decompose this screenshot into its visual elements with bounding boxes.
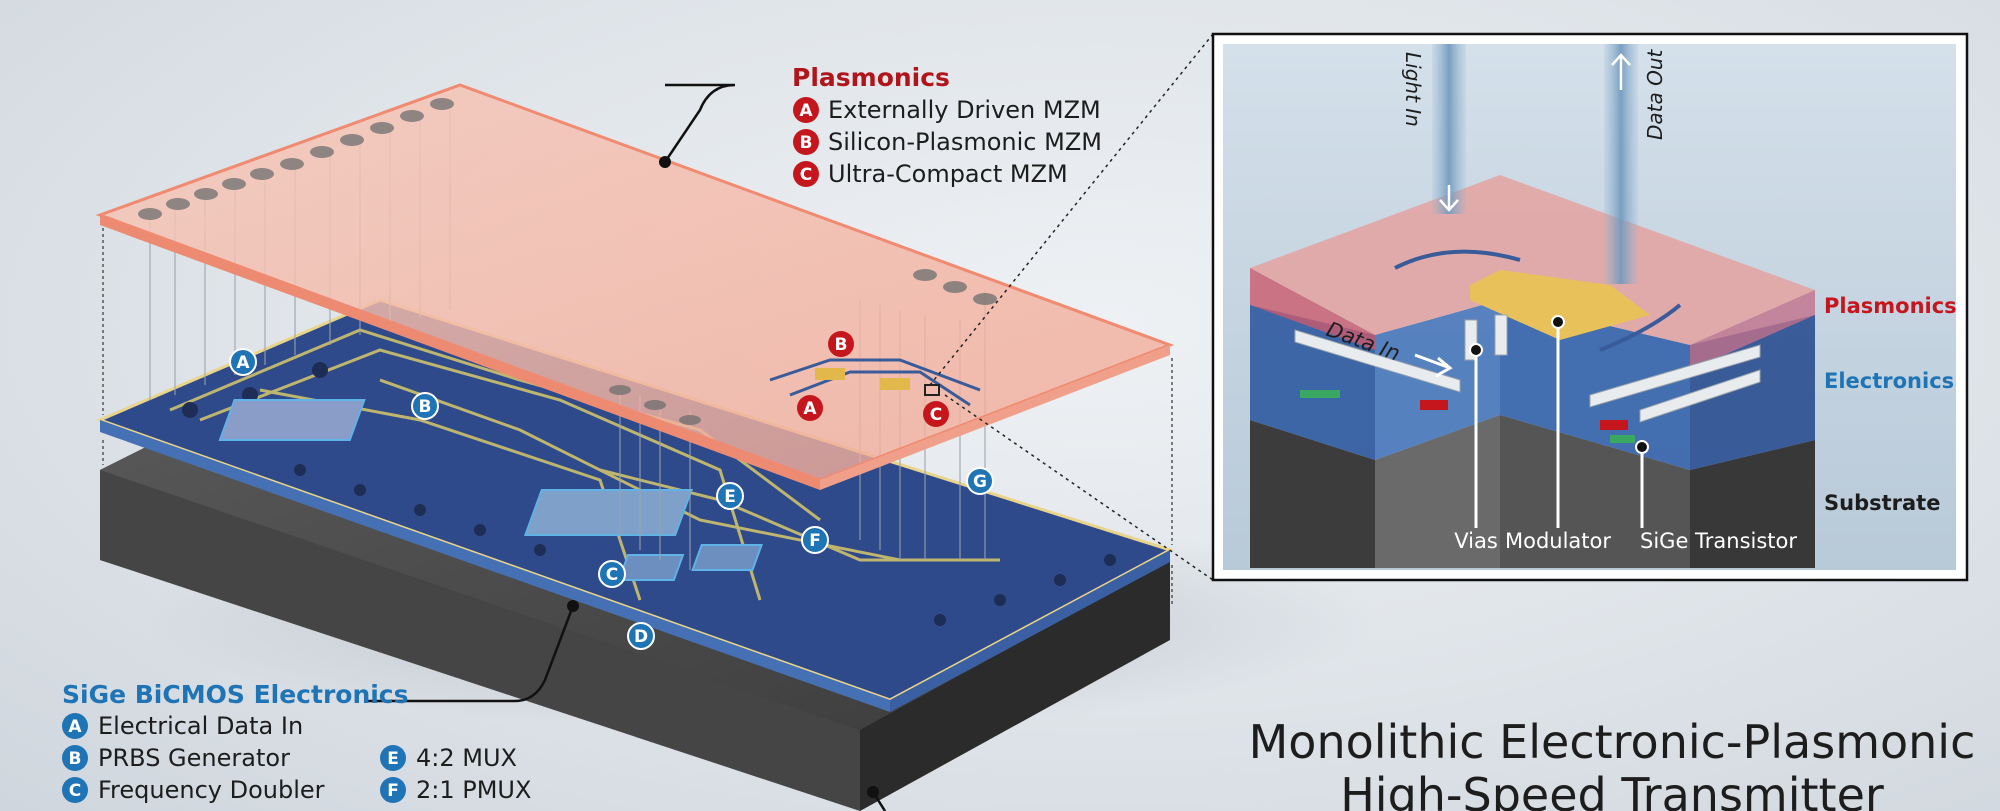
vias-label: Vias: [1454, 529, 1498, 553]
main-title-line1: Monolithic Electronic-Plasmonic: [1249, 715, 1976, 769]
legend-badge: B: [800, 133, 813, 153]
marker-text: F: [809, 531, 821, 551]
marker-text: E: [724, 487, 736, 507]
marker-text: B: [835, 335, 848, 355]
plasmonics-legend: Plasmonics A Externally Driven MZM B Sil…: [792, 63, 1102, 188]
legend-item: Ultra-Compact MZM: [828, 160, 1068, 188]
plasmonic-layer: [95, 83, 1175, 490]
electronics-title: SiGe BiCMOS Electronics: [62, 680, 409, 709]
legend-item: 4:2 MUX: [416, 744, 517, 772]
modulator-label: Modulator: [1505, 529, 1611, 553]
legend-item: Silicon-Plasmonic MZM: [828, 128, 1102, 156]
legend-badge: C: [800, 165, 812, 185]
plasmonics-title: Plasmonics: [792, 63, 950, 92]
legend-badge: A: [68, 717, 82, 737]
electronics-leader: [368, 605, 575, 703]
marker-text: D: [634, 627, 648, 647]
legend-item: Externally Driven MZM: [828, 96, 1101, 124]
layer-label-electronics: Electronics: [1824, 369, 1954, 393]
plasmonic-markers: B A C: [797, 331, 949, 427]
legend-item: Frequency Doubler: [98, 776, 325, 804]
spacing-markers: [102, 228, 1173, 605]
marker-text: B: [419, 397, 432, 417]
legend-badge: B: [69, 749, 82, 769]
marker-text: A: [236, 353, 250, 373]
electronic-markers: A B E F C D G: [229, 348, 994, 650]
marker-text: C: [606, 565, 618, 585]
data-out-label: Data Out: [1643, 48, 1667, 140]
layer-label-substrate: Substrate: [1824, 491, 1940, 515]
legend-badge: A: [799, 101, 813, 121]
legend-badge: E: [387, 749, 399, 769]
electronics-legend: SiGe BiCMOS Electronics A Electrical Dat…: [62, 680, 531, 804]
marker-text: A: [803, 399, 817, 419]
transistor-label: SiGe Transistor: [1640, 529, 1797, 553]
legend-badge: C: [69, 781, 81, 801]
main-title-line2: High-Speed Transmitter: [1340, 768, 1884, 811]
zoom-lines: [929, 33, 1214, 581]
legend-item: 2:1 PMUX: [416, 776, 531, 804]
inset-panel: Light In Data Out Data In Vias Modulator…: [1211, 32, 1969, 582]
plasmonics-leader: [663, 83, 736, 163]
legend-item: PRBS Generator: [98, 744, 290, 772]
legend-item: Electrical Data In: [98, 712, 303, 740]
layer-label-plasmonics: Plasmonics: [1824, 294, 1957, 318]
marker-text: C: [930, 405, 942, 425]
marker-text: G: [973, 472, 987, 492]
legend-badge: F: [387, 781, 399, 801]
light-in-label: Light In: [1401, 52, 1425, 127]
